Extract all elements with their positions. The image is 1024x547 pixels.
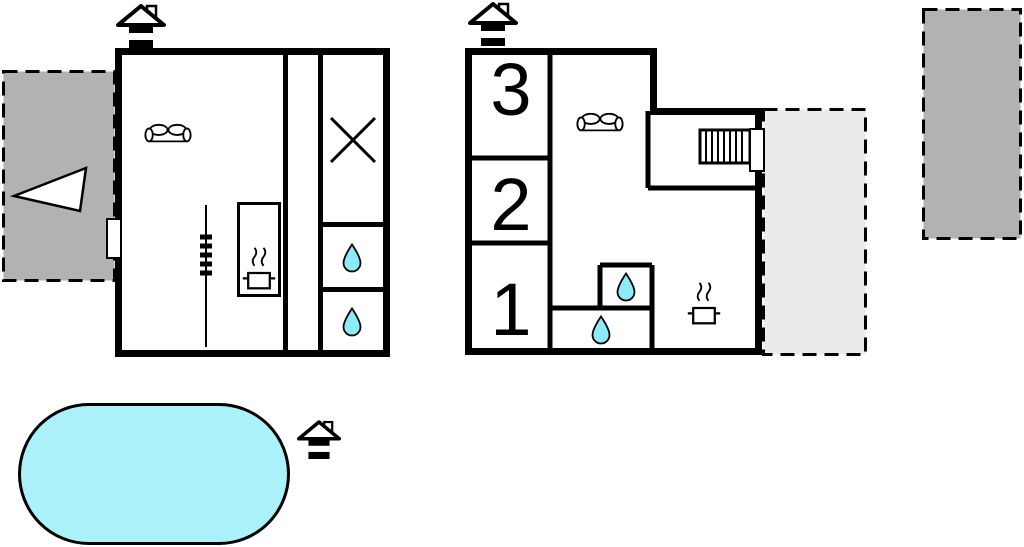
exterior-wall	[465, 48, 762, 355]
water-drop-icon	[341, 307, 363, 337]
house-entrance-icon	[297, 420, 341, 461]
interior-wall	[283, 55, 288, 350]
terrace-left	[2, 70, 116, 282]
heater-icon	[199, 205, 213, 347]
water-drop-icon	[341, 243, 363, 273]
room-label-3: 3	[490, 48, 532, 131]
building-left	[115, 48, 390, 357]
stair-void-cross-icon	[328, 115, 378, 165]
interior-wall	[318, 55, 323, 350]
stove-unit	[237, 202, 281, 297]
interior-wall	[323, 222, 383, 227]
swimming-pool	[18, 403, 290, 545]
sofa-icon	[576, 110, 624, 136]
stairs-icon	[698, 128, 752, 165]
building-right	[465, 48, 762, 355]
room-label-1: 1	[490, 268, 532, 351]
parking-area	[922, 8, 1022, 240]
house-entrance-icon	[468, 2, 518, 48]
terrace-right	[762, 108, 867, 356]
door-icon	[106, 218, 122, 259]
triangle-arrow-icon	[10, 166, 90, 214]
water-drop-icon	[590, 315, 612, 345]
stove-steam-icon	[686, 280, 722, 327]
house-entrance-icon	[116, 4, 166, 50]
sofa-icon	[144, 121, 192, 147]
door-icon	[749, 128, 765, 172]
stove-steam-icon	[241, 245, 277, 292]
water-drop-icon	[615, 272, 637, 302]
room-label-2: 2	[490, 163, 532, 246]
interior-wall	[323, 287, 383, 292]
